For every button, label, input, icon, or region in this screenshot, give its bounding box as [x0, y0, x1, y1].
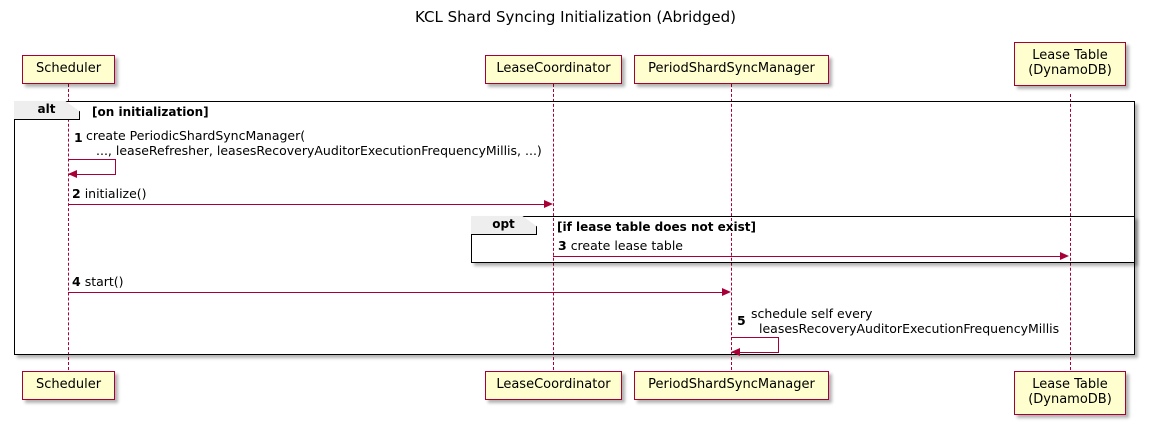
participant-lease-coordinator-top[interactable]: LeaseCoordinator — [485, 55, 622, 84]
lifeline-lease-table — [1070, 94, 1071, 370]
message-5-number: 5 — [737, 313, 746, 328]
message-5-label-line2: leasesRecoveryAuditorExecutionFrequencyM… — [759, 321, 1059, 336]
message-1-label-line1: create PeriodicShardSyncManager( — [86, 128, 305, 143]
fragment-operator-label: alt — [37, 102, 56, 116]
fragment-guard-text: [on initialization] — [92, 105, 209, 119]
message-2-text: 2 initialize() — [72, 186, 147, 201]
message-3-line — [553, 256, 1061, 257]
message-2-line — [68, 204, 545, 205]
participant-scheduler-bottom[interactable]: Scheduler — [22, 371, 115, 400]
message-2-line1-text: initialize() — [84, 186, 147, 201]
participant-label: Scheduler — [35, 377, 102, 392]
message-5-line1-text: schedule self every — [751, 306, 873, 321]
message-3-text: 3 create lease table — [558, 238, 683, 253]
message-4-line — [68, 292, 723, 293]
fragment-opt-operator-tab: opt — [471, 216, 537, 235]
participant-scheduler-top[interactable]: Scheduler — [22, 55, 115, 84]
lifeline-scheduler — [68, 84, 69, 370]
fragment-opt — [471, 216, 1135, 263]
message-1-arrowhead — [68, 170, 77, 178]
message-3-arrowhead — [1060, 252, 1069, 260]
message-5-self-loop — [731, 337, 779, 353]
participant-label: PeriodShardSyncManager — [648, 377, 815, 392]
message-2-arrowhead — [544, 200, 553, 208]
message-3-line1-text: create lease table — [570, 238, 683, 253]
message-5-text: 5 — [737, 313, 746, 328]
message-3-number: 3 — [558, 238, 567, 253]
message-1-text: 1 — [74, 130, 83, 145]
lifeline-lease-coordinator — [553, 84, 554, 370]
lifeline-period-shard-sync-manager — [731, 84, 732, 370]
participant-label: LeaseCoordinator — [496, 377, 611, 392]
fragment-operator-label: opt — [492, 217, 515, 231]
participant-label: Lease Table — [1032, 48, 1108, 63]
message-5-label-line1: schedule self every — [751, 306, 872, 321]
message-4-line1-text: start() — [84, 274, 124, 289]
message-1-line1-text: create PeriodicShardSyncManager( — [86, 128, 306, 143]
participant-period-shard-sync-manager-top[interactable]: PeriodShardSyncManager — [634, 55, 829, 84]
fragment-opt-guard: [if lease table does not exist] — [557, 220, 756, 234]
participant-lease-table-top[interactable]: Lease Table (DynamoDB) — [1014, 42, 1126, 86]
participant-label: Scheduler — [35, 61, 102, 76]
message-1-label-line2: ..., leaseRefresher, leasesRecoveryAudit… — [96, 143, 542, 158]
message-2-number: 2 — [72, 186, 81, 201]
fragment-guard-text: [if lease table does not exist] — [557, 220, 757, 234]
participant-period-shard-sync-manager-bottom[interactable]: PeriodShardSyncManager — [634, 371, 829, 400]
message-1-number: 1 — [74, 130, 83, 145]
message-5-arrowhead — [731, 348, 740, 356]
page-title: KCL Shard Syncing Initialization (Abridg… — [415, 8, 736, 26]
participant-lease-coordinator-bottom[interactable]: LeaseCoordinator — [485, 371, 622, 400]
participant-label: Lease Table — [1032, 377, 1108, 392]
participant-lease-table-bottom[interactable]: Lease Table (DynamoDB) — [1014, 371, 1126, 415]
fragment-alt-guard: [on initialization] — [92, 105, 209, 119]
message-4-number: 4 — [72, 274, 81, 289]
message-4-arrowhead — [722, 288, 731, 296]
message-1-line2-text: ..., leaseRefresher, leasesRecoveryAudit… — [96, 143, 542, 158]
participant-sublabel: (DynamoDB) — [1028, 63, 1112, 78]
message-1-self-loop — [68, 159, 116, 175]
message-4-text: 4 start() — [72, 274, 124, 289]
message-5-line2-text: leasesRecoveryAuditorExecutionFrequencyM… — [759, 321, 1060, 336]
participant-sublabel: (DynamoDB) — [1028, 392, 1112, 407]
participant-label: LeaseCoordinator — [496, 61, 611, 76]
participant-label: PeriodShardSyncManager — [648, 61, 815, 76]
